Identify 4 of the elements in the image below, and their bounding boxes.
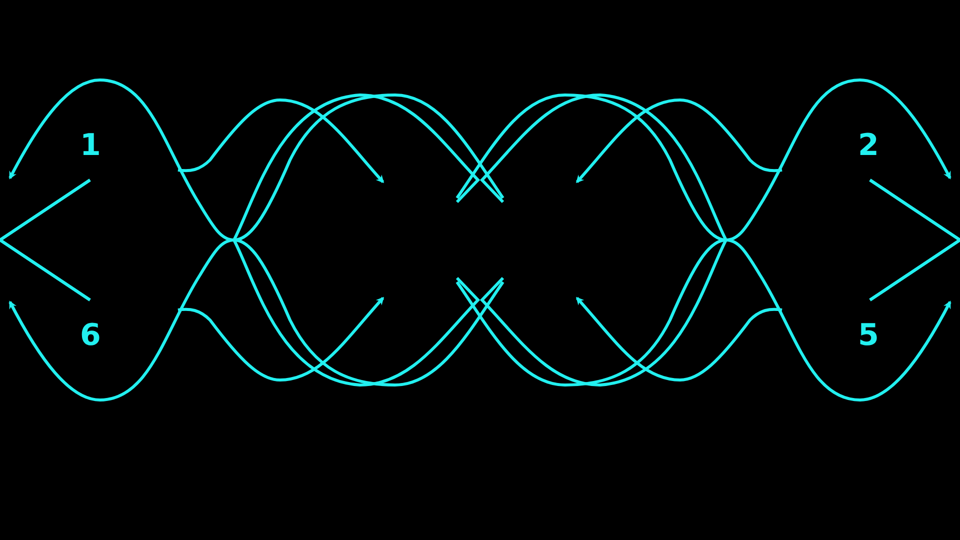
callout-number: 5 [858,320,879,352]
callout-number: 2 [858,130,879,162]
callout-number: 1 [80,130,101,162]
callout-number: 6 [80,320,101,352]
